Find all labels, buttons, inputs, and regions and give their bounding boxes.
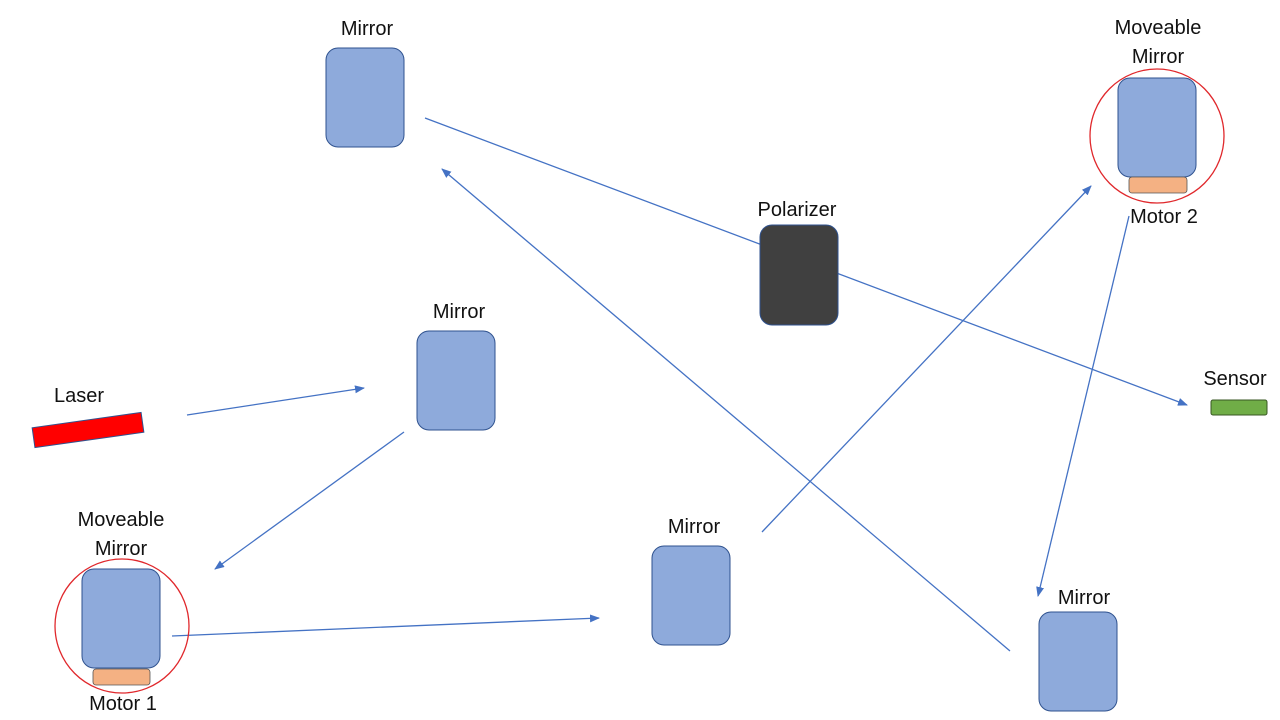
motor-2: [1128, 176, 1188, 194]
mirror-bottom-middle: [651, 545, 731, 646]
moveable-right-label-line1: Moveable: [1115, 17, 1202, 39]
beam-moveable-left-to-mirror: [171, 614, 600, 637]
moveable-mirror-left: [81, 568, 161, 669]
beam-moveable-right-to-mirror: [1036, 215, 1130, 597]
moveable-mirror-right-group: Moveable Mirror Motor 2: [1089, 17, 1225, 228]
sensor-label: Sensor: [1203, 368, 1267, 390]
beam-mirror-to-moveable-left: [214, 431, 405, 570]
highlight-circle-right: [1089, 68, 1225, 204]
mirror-center: [416, 330, 496, 431]
polarizer-label: Polarizer: [758, 199, 837, 221]
mirror-top: [325, 47, 405, 148]
beam-mirror-to-top-mirror: [441, 168, 1011, 652]
moveable-left-label-line1: Moveable: [78, 509, 165, 531]
moveable-mirror-right: [1117, 77, 1197, 178]
mirror-top-label: Mirror: [341, 18, 394, 40]
laser: [31, 411, 145, 449]
highlight-circle-left: [54, 558, 190, 694]
mirror-center-label: Mirror: [433, 301, 486, 323]
moveable-left-label-line2: Mirror: [95, 538, 148, 560]
laser-label: Laser: [54, 385, 104, 407]
beam-mirror-to-moveable-right: [761, 185, 1092, 533]
moveable-right-label-line2: Mirror: [1132, 46, 1185, 68]
polarizer: [759, 224, 839, 326]
mirror-bottom-right-label: Mirror: [1058, 587, 1111, 609]
mirror-bottom-right: [1038, 611, 1118, 712]
moveable-mirror-left-group: Moveable Mirror Motor 1: [54, 509, 190, 715]
sensor: [1210, 399, 1268, 416]
mirror-bottom-middle-label: Mirror: [668, 516, 721, 538]
beam-laser-to-mirror: [186, 385, 365, 416]
motor-1-label: Motor 1: [89, 693, 157, 715]
motor-2-label: Motor 2: [1130, 206, 1198, 228]
motor-1: [92, 668, 151, 686]
